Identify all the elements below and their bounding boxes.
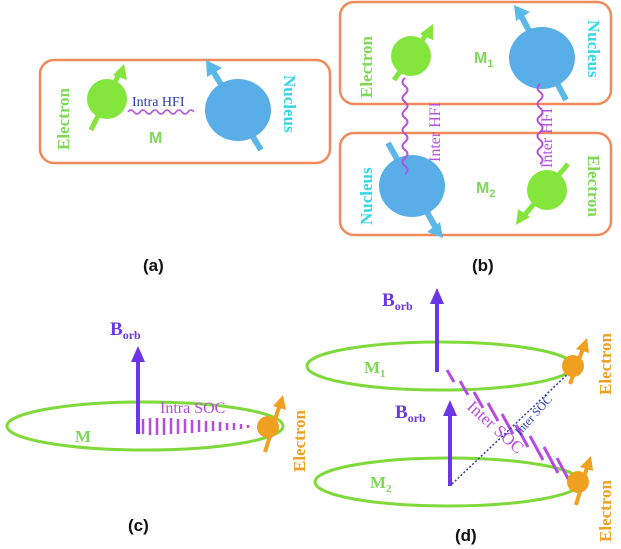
nucleus-label-bottom: Nucleus (357, 167, 376, 225)
orbit-ellipse (5, 400, 285, 452)
borb-label-top: Borb (382, 290, 413, 313)
panel-label-c: (c) (128, 516, 149, 535)
electron-label-bottom: Electron (584, 155, 603, 218)
molecule-label-m2: M2 (476, 180, 495, 200)
molecule-label-m2: M2 (370, 473, 392, 495)
borb-arrowhead-bottom (443, 400, 457, 416)
electron-label: Electron (54, 87, 73, 150)
molecule-label-m1: M1 (364, 358, 386, 380)
nucleus-label-top: Nucleus (584, 20, 603, 78)
intra-hfi-label: Intra HFI (132, 95, 185, 110)
nucleus-label: Nucleus (280, 75, 299, 133)
borb-arrowhead (131, 346, 145, 362)
panel-d: Borb Borb Inter SOC Inter SOC (305, 288, 615, 545)
panel-label-d: (d) (455, 526, 477, 545)
inter-hfi-wave-left (401, 77, 409, 175)
electron-label-top: Electron (357, 35, 376, 98)
inter-hfi-label-right: Inter HFI (539, 108, 556, 168)
panel-label-b: (b) (472, 256, 494, 275)
electron-label: Electron (290, 409, 309, 472)
inter-soc-wedge (445, 369, 573, 485)
panel-label-a: (a) (143, 256, 164, 275)
borb-label: Borb (110, 319, 141, 342)
inter-soc-label-small: Inter SOC (512, 392, 555, 438)
nucleus-spin-icon (379, 141, 445, 238)
molecule-label-m: M (75, 427, 91, 446)
panel-b: Inter HFI Inter HFI M1 M2 Electron Nucle… (338, 0, 613, 275)
borb-label-bottom: Borb (395, 402, 426, 425)
electron-label-top: Electron (596, 332, 615, 395)
inter-hfi-label-left: Inter HFI (427, 102, 444, 162)
inter-soc-dotted-line (451, 369, 573, 485)
panel-a: Intra HFI M Electron Nucleus (a) (38, 58, 332, 275)
borb-arrowhead-top (430, 288, 444, 304)
electron-spin-icon (516, 162, 570, 225)
nucleus-spin-icon (509, 5, 575, 102)
nucleus-spin-icon (205, 60, 271, 152)
orbit-ellipse-m1 (305, 340, 575, 392)
intra-soc-wedge (141, 418, 250, 435)
intra-hfi-wave (127, 109, 195, 115)
molecule-label-m1: M1 (474, 50, 493, 70)
electron-spin-icon (567, 456, 593, 506)
electron-spin-icon (87, 64, 127, 132)
inter-hfi-wave-right (536, 83, 544, 165)
electron-spin-icon (257, 395, 286, 453)
electron-spin-icon (562, 338, 589, 385)
intra-soc-label: Intra SOC (160, 400, 225, 417)
electron-label-bottom: Electron (596, 479, 615, 542)
molecule-label-m: M (149, 130, 162, 147)
electron-spin-icon (391, 24, 433, 82)
panel-c: Borb Intra SOC M Elect (5, 319, 309, 535)
